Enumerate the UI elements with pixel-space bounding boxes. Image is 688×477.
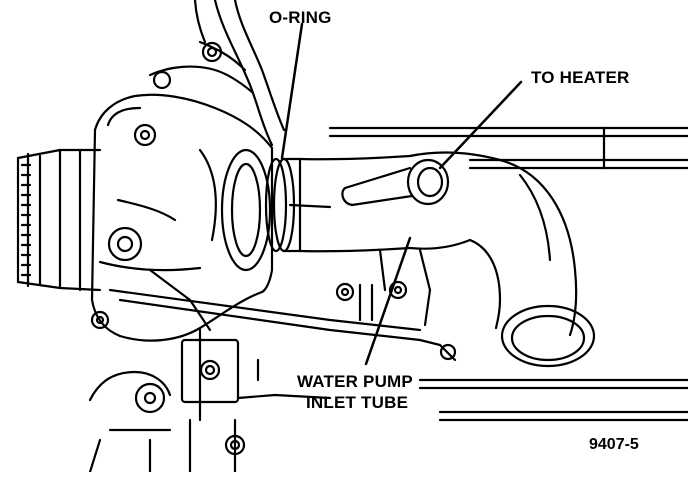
inlet-tube-label: INLET TUBE (306, 393, 408, 412)
o-ring-label: O-RING (269, 8, 332, 27)
engine-block-rails (328, 126, 688, 422)
lower-housing (88, 248, 457, 474)
pulley-hub (16, 148, 102, 292)
pump-housing (90, 93, 274, 342)
water-pump-inlet-tube (282, 151, 596, 368)
water-pump-label: WATER PUMP (297, 372, 413, 391)
upper-bracket (148, 0, 286, 147)
to-heater-label: TO HEATER (531, 68, 629, 87)
leader-lines (280, 22, 523, 366)
figure-number: 9407-5 (589, 436, 639, 453)
